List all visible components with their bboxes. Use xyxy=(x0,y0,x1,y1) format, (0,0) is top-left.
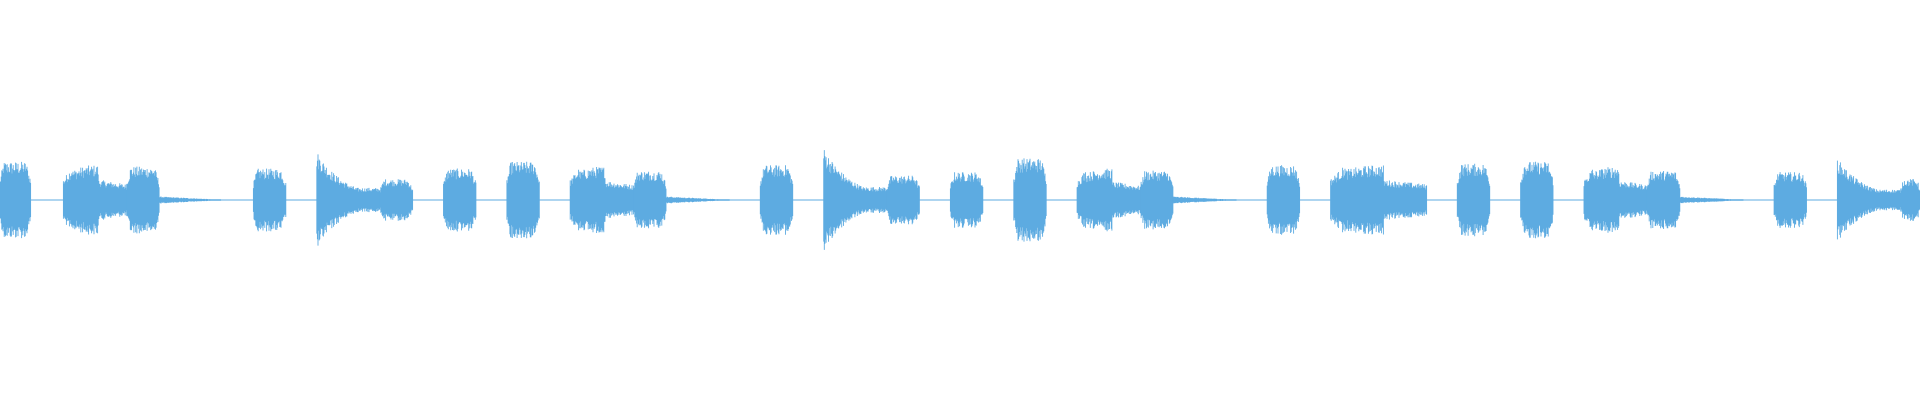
waveform-segment xyxy=(1773,172,1807,228)
waveform-segment xyxy=(1013,158,1047,242)
waveform-peaks xyxy=(506,161,540,239)
waveform-peaks xyxy=(443,168,477,232)
waveform-peaks xyxy=(569,167,634,233)
waveform-segment xyxy=(1679,196,1744,204)
waveform-peaks xyxy=(949,172,984,228)
waveform-segment xyxy=(1583,167,1648,233)
waveform-peaks xyxy=(1900,179,1920,221)
waveform-segment xyxy=(1836,160,1901,240)
waveform-peaks xyxy=(0,161,32,239)
waveform-peaks xyxy=(1646,171,1681,229)
waveform-segment xyxy=(1172,196,1237,204)
waveform-segment xyxy=(0,161,32,239)
waveform-segment xyxy=(158,196,222,204)
waveform-peaks xyxy=(379,179,414,221)
waveform-peaks xyxy=(1330,165,1428,235)
waveform-peaks xyxy=(633,171,667,229)
waveform-segment xyxy=(379,179,414,221)
waveform-peaks xyxy=(1266,165,1301,235)
waveform-peaks xyxy=(1172,196,1237,204)
waveform-peaks xyxy=(1773,172,1807,228)
waveform-peaks xyxy=(252,168,287,232)
waveform-peaks xyxy=(1583,167,1648,233)
waveform-segment xyxy=(1900,179,1920,221)
waveform-segment xyxy=(443,168,477,232)
waveform-peaks xyxy=(316,154,381,246)
waveform-segment xyxy=(665,196,730,204)
waveform-peaks xyxy=(823,150,888,250)
waveform-segment xyxy=(1456,163,1491,237)
waveform-segment xyxy=(1266,165,1301,235)
waveform-segment xyxy=(126,166,160,234)
waveform-segment xyxy=(316,154,381,246)
waveform-peaks xyxy=(62,165,127,235)
waveform-peaks xyxy=(1520,161,1554,239)
waveform-segment xyxy=(569,167,634,233)
waveform-peaks xyxy=(1836,160,1901,240)
waveform-segments xyxy=(0,150,1920,250)
waveform-segment xyxy=(62,165,127,235)
waveform-segment xyxy=(823,150,888,250)
waveform-peaks xyxy=(886,175,920,225)
waveform-peaks xyxy=(665,196,730,204)
waveform-segment xyxy=(1076,168,1141,232)
waveform-segment xyxy=(1646,171,1681,229)
waveform-peaks xyxy=(1140,170,1174,230)
waveform-peaks xyxy=(1013,158,1047,242)
waveform-peaks xyxy=(1456,163,1491,237)
waveform-segment xyxy=(949,172,984,228)
waveform-segment xyxy=(1330,165,1428,235)
waveform-segment xyxy=(759,165,794,235)
waveform-segment xyxy=(1520,161,1554,239)
waveform-segment xyxy=(886,175,920,225)
waveform-segment xyxy=(252,168,287,232)
waveform-peaks xyxy=(1679,196,1744,204)
waveform-peaks xyxy=(759,165,794,235)
waveform-peaks xyxy=(1076,168,1141,232)
waveform-peaks xyxy=(158,196,222,204)
waveform-segment xyxy=(506,161,540,239)
waveform-segment xyxy=(633,171,667,229)
waveform-segment xyxy=(1140,170,1174,230)
waveform-peaks xyxy=(126,166,160,234)
